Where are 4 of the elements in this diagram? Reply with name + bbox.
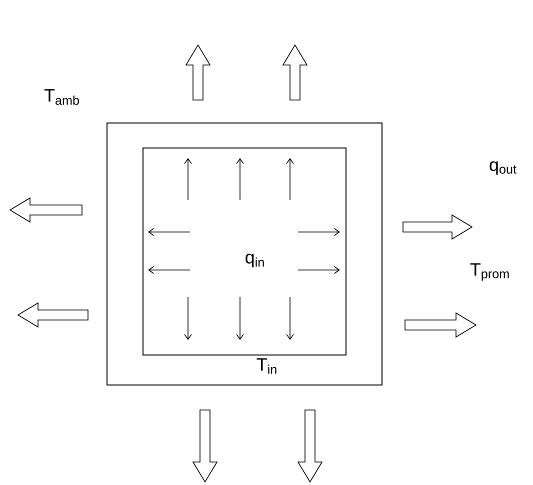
text-label: T$_{prom}$ bbox=[470, 263, 509, 281]
inner-box: q$_{in}$ bbox=[142, 148, 346, 356]
text-label: q$_{out}$ bbox=[490, 161, 516, 175]
text-label: T$_{amb}$ bbox=[44, 89, 79, 105]
